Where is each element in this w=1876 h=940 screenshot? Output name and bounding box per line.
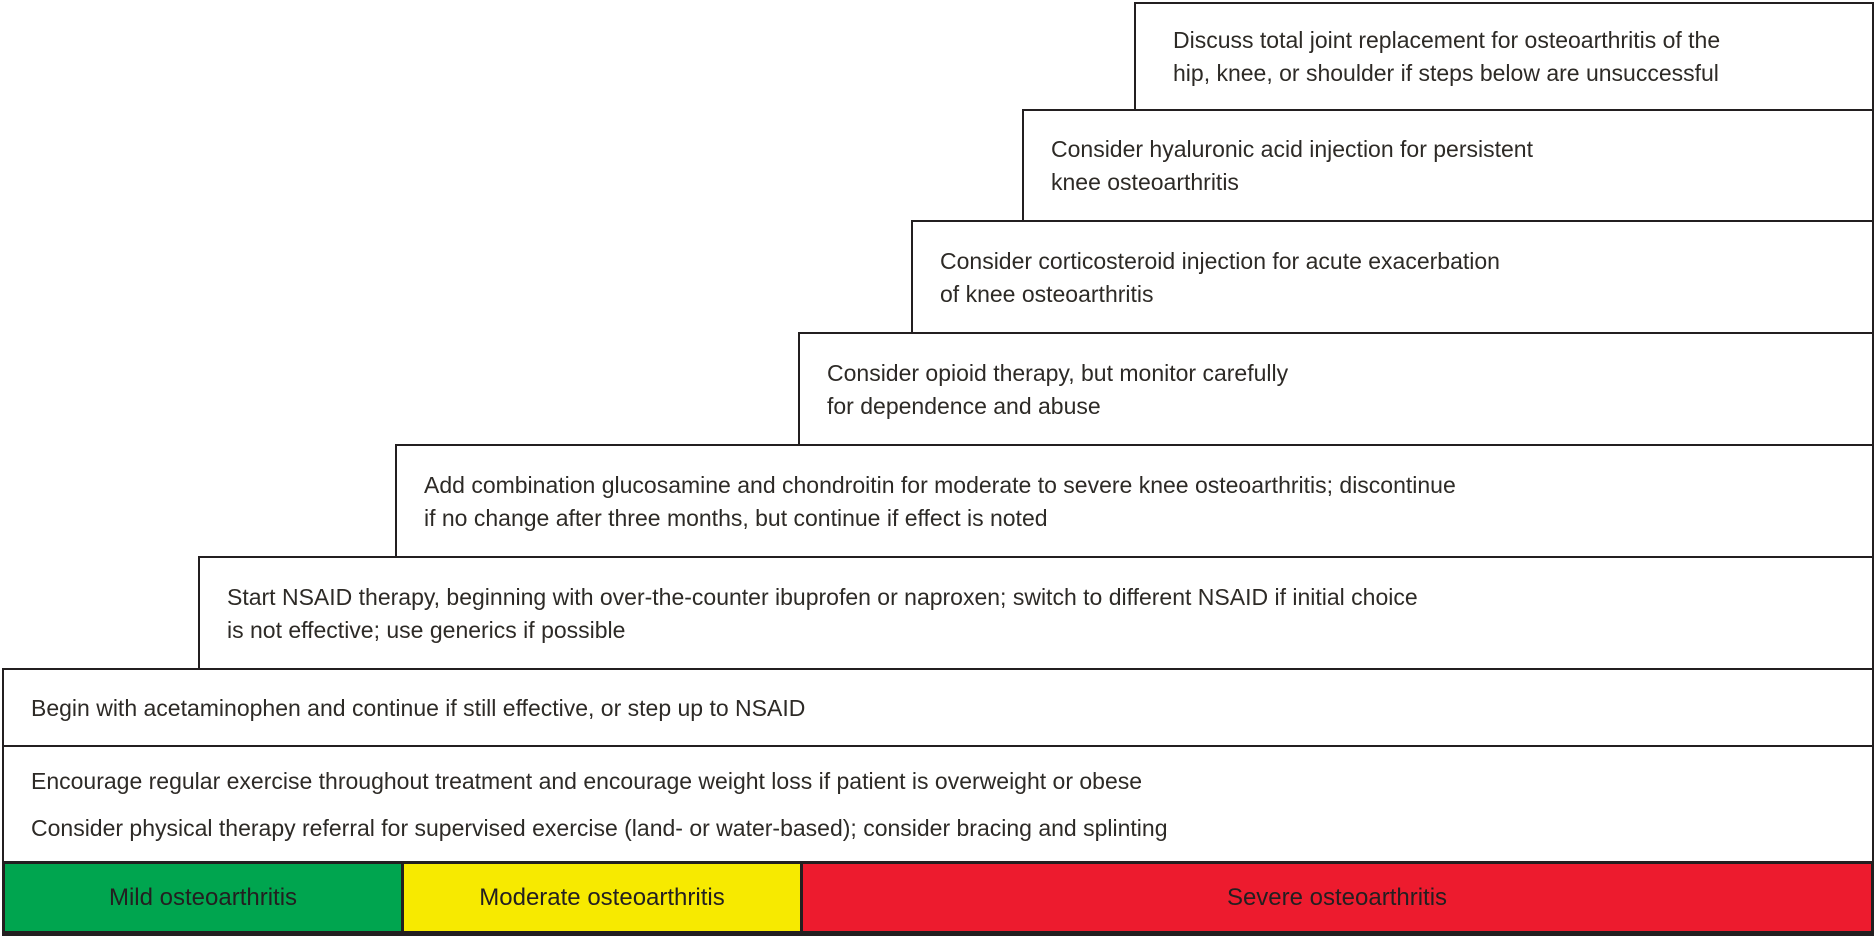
step-text-line: is not effective; use generics if possib… xyxy=(227,616,626,643)
step-text-line: knee osteoarthritis xyxy=(1051,169,1239,195)
severity-segment-moderate: Moderate osteoarthritis xyxy=(401,864,800,931)
severity-segment-mild: Mild osteoarthritis xyxy=(5,864,401,931)
step-text-line: Add combination glucosamine and chondroi… xyxy=(424,471,1456,498)
step-text-line: if no change after three months, but con… xyxy=(424,504,1048,531)
step-box-corticosteroid-injection: Consider corticosteroid injection for ac… xyxy=(911,220,1874,335)
step-text-line: for dependence and abuse xyxy=(827,392,1101,419)
step-text-line: Discuss total joint replacement for oste… xyxy=(1173,27,1721,53)
severity-label-severe: Severe osteoarthritis xyxy=(1226,883,1448,911)
step-box-nsaid-therapy: Start NSAID therapy, beginning with over… xyxy=(198,556,1874,671)
step-text-line: Consider physical therapy referral for s… xyxy=(31,814,1168,841)
step-box-acetaminophen: Begin with acetaminophen and continue if… xyxy=(2,668,1874,748)
severity-bar: Mild osteoarthritis Moderate osteoarthri… xyxy=(2,861,1874,936)
step-text-line: Start NSAID therapy, beginning with over… xyxy=(227,583,1418,610)
step-text-line: Consider opioid therapy, but monitor car… xyxy=(827,359,1289,386)
step-text-line: Consider hyaluronic acid injection for p… xyxy=(1051,136,1533,162)
step-text-line: hip, knee, or shoulder if steps below ar… xyxy=(1173,60,1719,86)
severity-label-moderate: Moderate osteoarthritis xyxy=(479,883,725,911)
step-text-line: Begin with acetaminophen and continue if… xyxy=(31,694,806,721)
severity-segment-severe: Severe osteoarthritis xyxy=(800,864,1871,931)
step-box-glucosamine-chondroitin: Add combination glucosamine and chondroi… xyxy=(395,444,1874,559)
severity-label-mild: Mild osteoarthritis xyxy=(108,883,298,911)
step-text-line: Encourage regular exercise throughout tr… xyxy=(31,767,1143,794)
step-box-exercise-and-physical-therapy: Encourage regular exercise throughout tr… xyxy=(2,745,1874,864)
step-text-line: Consider corticosteroid injection for ac… xyxy=(940,247,1500,274)
step-text-line: of knee osteoarthritis xyxy=(940,280,1154,307)
step-box-opioid-therapy: Consider opioid therapy, but monitor car… xyxy=(798,332,1874,447)
step-box-hyaluronic-acid-injection: Consider hyaluronic acid injection for p… xyxy=(1022,109,1874,223)
step-box-total-joint-replacement: Discuss total joint replacement for oste… xyxy=(1134,2,1874,112)
